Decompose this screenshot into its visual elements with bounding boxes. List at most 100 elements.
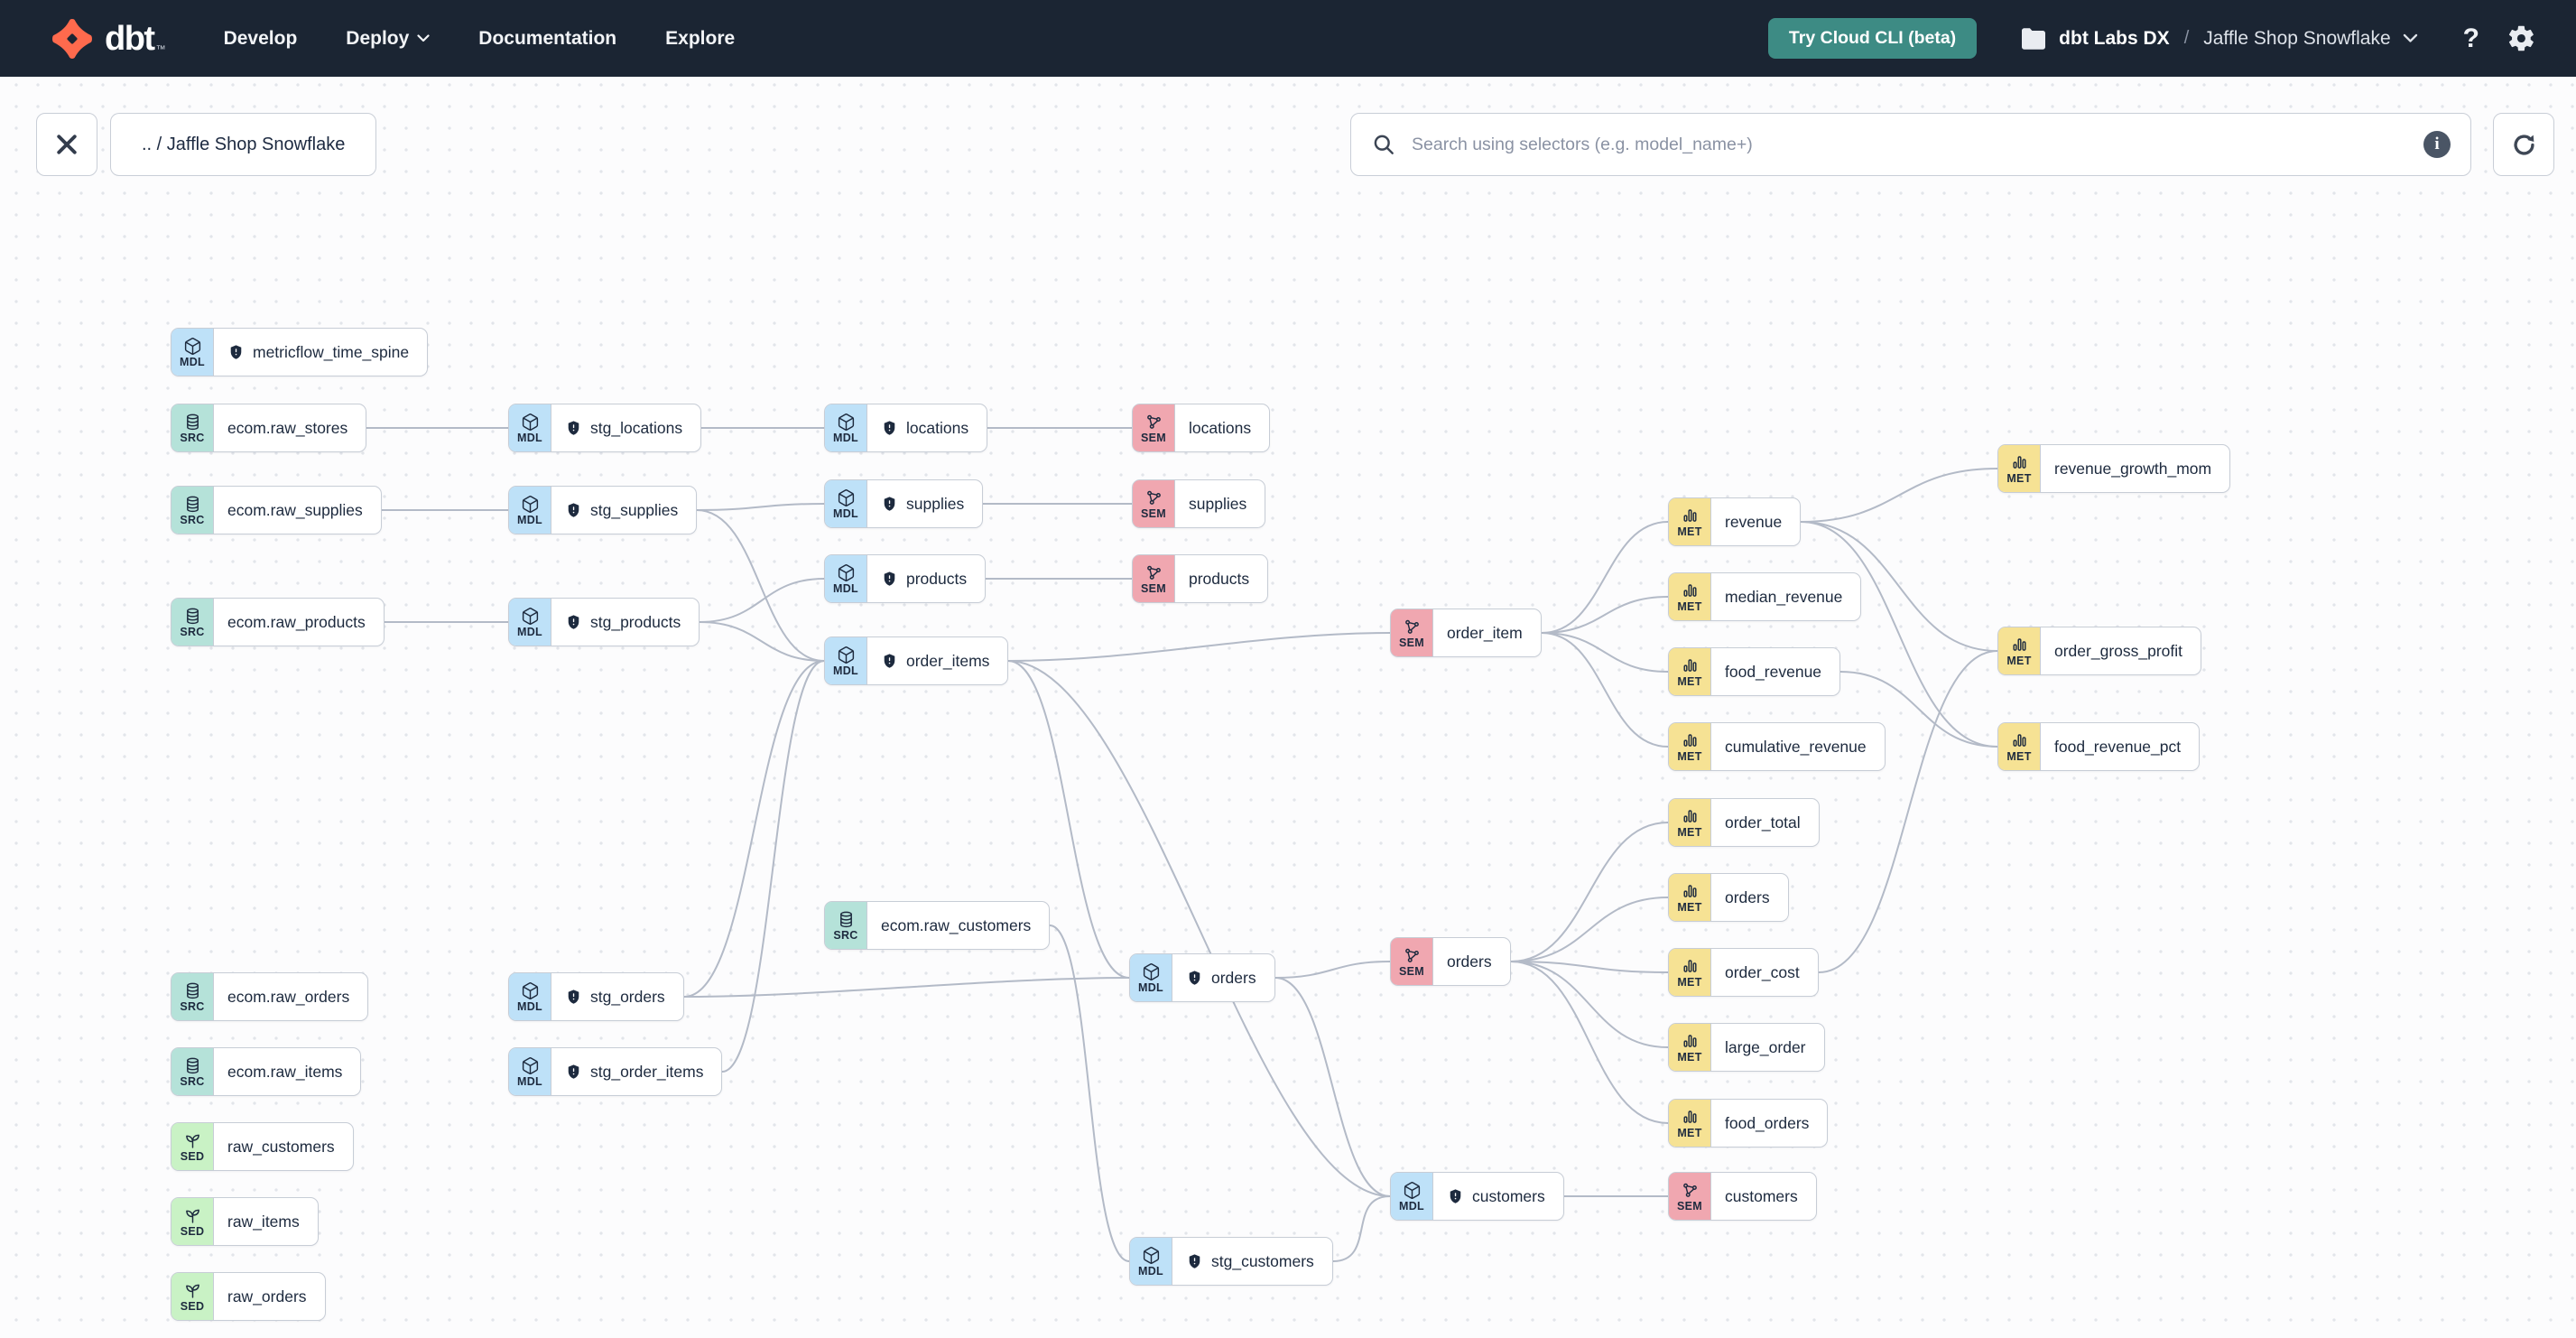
search-input[interactable] — [1410, 133, 2423, 156]
nav-item-deploy[interactable]: Deploy — [346, 28, 430, 50]
node-label: stg_orders — [590, 987, 665, 1006]
node-type-label: SED — [180, 1299, 205, 1313]
lineage-edge-sem_order_item-to-met_cumulative_revenue — [1541, 632, 1669, 748]
chevron-down-icon — [417, 34, 430, 42]
node-type-tab: MET — [1998, 627, 2041, 674]
node-label: metricflow_time_spine — [253, 342, 410, 361]
node-type-label: SEM — [1141, 431, 1166, 444]
node-type-label: SEM — [1399, 964, 1424, 978]
dbt-logo[interactable]: dbt ™ — [51, 17, 166, 60]
node-type-label: MDL — [517, 625, 542, 638]
nav-item-documentation[interactable]: Documentation — [478, 27, 617, 49]
node-type-label: MDL — [180, 355, 205, 368]
node-type-tab: MDL — [509, 487, 551, 534]
main-nav: Develop Deploy Documentation Explore — [224, 28, 736, 50]
nav-item-develop[interactable]: Develop — [223, 27, 298, 49]
nav-item-explore[interactable]: Explore — [665, 27, 736, 49]
node-type-label: SED — [180, 1149, 205, 1163]
model-cube-icon — [1143, 1246, 1159, 1264]
node-label: order_cost — [1725, 962, 1800, 981]
refresh-button[interactable] — [2493, 113, 2554, 176]
lineage-edge-stg_order_items-to-order_items — [721, 660, 825, 1073]
node-label: stg_order_items — [590, 1062, 704, 1081]
node-type-label: MDL — [833, 581, 858, 595]
model-cube-icon — [522, 981, 538, 999]
node-type-label: MET — [1677, 674, 1702, 688]
access-shield-icon — [568, 502, 579, 517]
model-cube-icon — [838, 488, 854, 506]
node-type-tab: SRC — [171, 404, 214, 451]
lineage-breadcrumb[interactable]: .. / Jaffle Shop Snowflake — [110, 113, 377, 176]
node-body: ecom.raw_stores — [214, 404, 366, 451]
lineage-node-sem_orders[interactable]: SEM orders — [1390, 937, 1511, 986]
node-type-tab: MET — [1669, 648, 1711, 695]
help-icon[interactable]: ? — [2462, 23, 2479, 53]
node-type-tab: MDL — [1130, 1238, 1172, 1285]
node-label: customers — [1472, 1186, 1545, 1205]
path-separator: / — [2183, 28, 2190, 48]
close-lineage-button[interactable] — [36, 113, 97, 176]
lineage-edge-stg_products-to-products — [699, 578, 825, 623]
node-body: stg_customers — [1172, 1238, 1332, 1285]
node-body: customers — [1433, 1173, 1563, 1220]
lineage-edge-stg_orders-to-order_items — [683, 660, 825, 998]
metric-chart-icon — [1682, 583, 1697, 597]
refresh-icon — [2513, 134, 2534, 155]
node-type-label: SRC — [833, 928, 858, 942]
node-body: orders — [1433, 938, 1510, 985]
lineage-edge-stg_supplies-to-supplies — [696, 503, 825, 511]
metric-chart-icon — [1682, 1110, 1697, 1123]
gear-icon[interactable] — [2507, 23, 2536, 53]
model-cube-icon — [838, 413, 854, 431]
project-selector[interactable]: dbt Labs DX / Jaffle Shop Snowflake — [2020, 27, 2418, 51]
semantic-model-icon — [1404, 948, 1419, 962]
node-label: orders — [1211, 968, 1256, 987]
metric-chart-icon — [2012, 637, 2026, 651]
info-icon[interactable]: i — [2423, 131, 2451, 158]
lineage-node-metricflow_time_spine[interactable]: MDL metricflow_time_spine — [171, 328, 429, 376]
node-type-tab: MET — [1998, 723, 2041, 770]
try-cloud-cli-button[interactable]: Try Cloud CLI (beta) — [1767, 18, 1978, 59]
metric-chart-icon — [1682, 658, 1697, 672]
lineage-edge-sem_order_item-to-met_food_revenue — [1541, 632, 1669, 673]
